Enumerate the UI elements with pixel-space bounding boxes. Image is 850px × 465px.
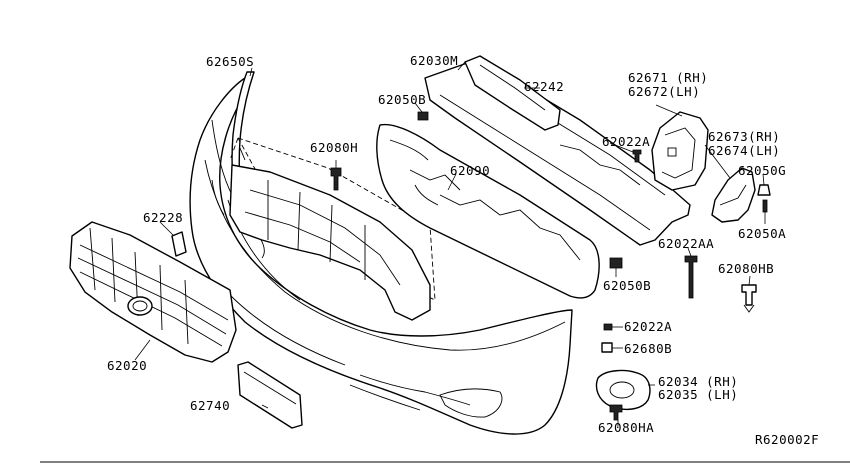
label-62050A: 62050A <box>738 226 786 241</box>
label-62080HA: 62080HA <box>598 420 654 435</box>
grille <box>69 221 237 363</box>
label-62080H: 62080H <box>310 140 358 155</box>
inner-support <box>229 164 431 321</box>
bracket-62228 <box>171 231 187 257</box>
label-62020: 62020 <box>107 358 147 373</box>
label-62080HB: 62080HB <box>718 261 774 276</box>
fasteners-right <box>417 111 771 353</box>
label-62650S: 62650S <box>206 54 254 69</box>
side-bracket-62673 <box>711 167 756 223</box>
label-62674: 62674(LH) <box>708 143 780 158</box>
label-62228: 62228 <box>143 210 183 225</box>
label-62090: 62090 <box>450 163 490 178</box>
label-62022A-top: 62022A <box>602 134 650 149</box>
label-62242: 62242 <box>524 79 564 94</box>
label-62034: 62034 (RH) <box>658 374 738 389</box>
label-62050B-top: 62050B <box>378 92 426 107</box>
label-62672: 62672(LH) <box>628 84 700 99</box>
label-62680B: 62680B <box>624 341 672 356</box>
labels: 62650S 62030M 62242 62671 (RH) 62672(LH)… <box>107 53 819 447</box>
label-62671: 62671 (RH) <box>628 70 708 85</box>
energy-absorber <box>376 123 600 299</box>
label-62035: 62035 (LH) <box>658 387 738 402</box>
leader-lines <box>134 61 766 426</box>
fog-bracket <box>595 369 651 421</box>
label-62050G: 62050G <box>738 163 786 178</box>
label-62050B-bottom: 62050B <box>603 278 651 293</box>
label-62030M: 62030M <box>410 53 458 68</box>
label-62740: 62740 <box>190 398 230 413</box>
clip-62080H <box>330 160 342 191</box>
label-62673: 62673(RH) <box>708 129 780 144</box>
label-62022A-bottom: 62022A <box>624 319 672 334</box>
bumper-fascia <box>189 77 573 435</box>
license-bracket <box>237 361 303 429</box>
side-bracket-62671 <box>632 111 709 191</box>
bracket-62242 <box>464 55 561 131</box>
diagram-code: R620002F <box>755 432 819 447</box>
label-62022AA: 62022AA <box>658 236 714 251</box>
